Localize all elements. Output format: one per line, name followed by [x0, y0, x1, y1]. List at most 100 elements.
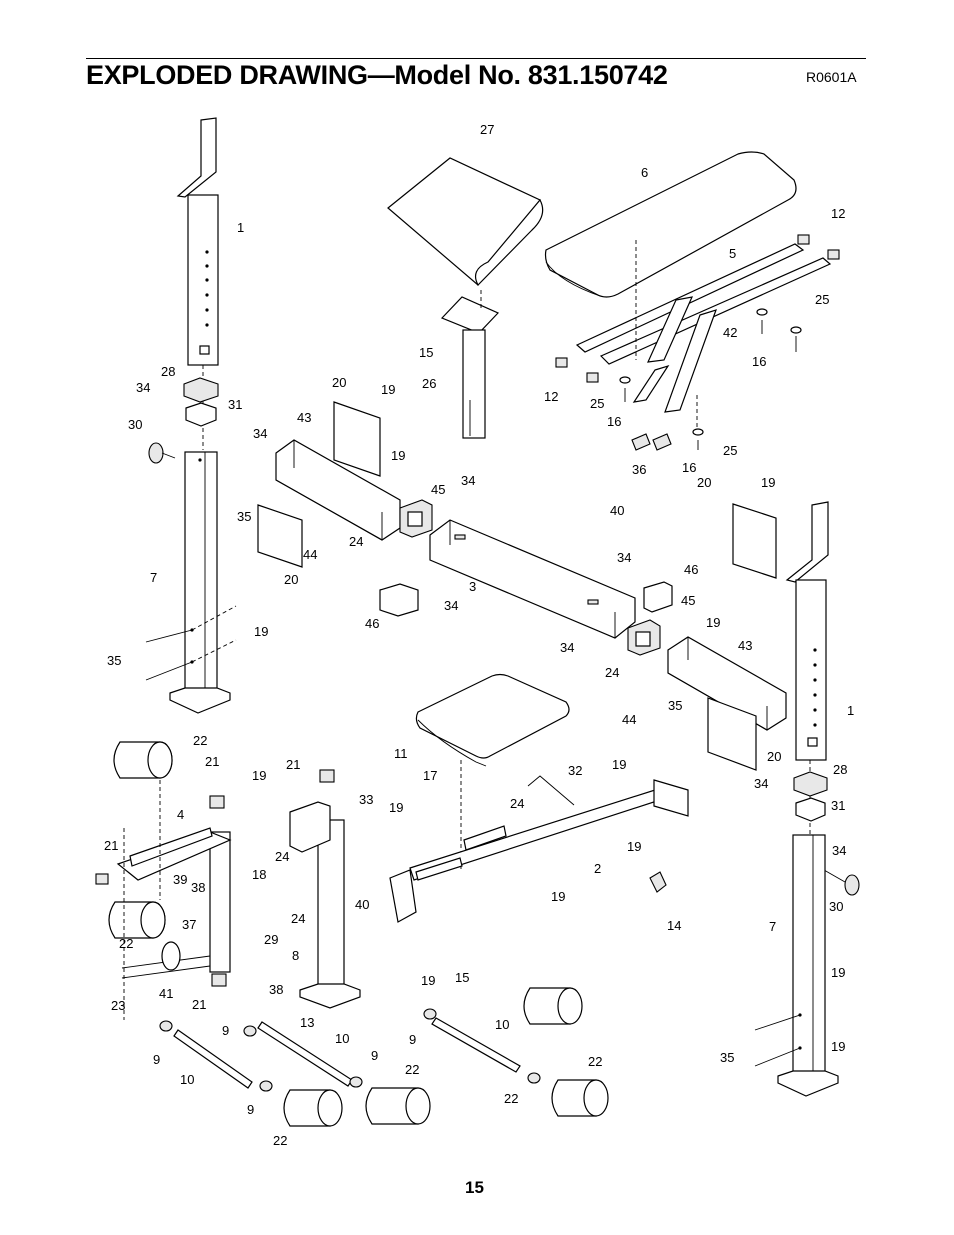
- callout-label: 25: [590, 396, 604, 411]
- knob-30-right: [823, 869, 860, 896]
- bracket-plates-20-left: [257, 401, 381, 568]
- callout-label: 16: [752, 354, 766, 369]
- spacers-9: [159, 1008, 541, 1092]
- callout-label: 29: [264, 932, 278, 947]
- callout-label: 1: [237, 220, 244, 235]
- callout-label: 11: [394, 746, 408, 761]
- callout-label: 24: [291, 911, 305, 926]
- callout-label: 31: [831, 798, 845, 813]
- callout-label: 16: [607, 414, 621, 429]
- callout-label: 12: [544, 389, 558, 404]
- roller-pads-22-upper-left: [108, 741, 173, 939]
- callout-label: 9: [409, 1032, 416, 1047]
- sleeve-parts-28-31-left: [183, 377, 219, 427]
- callout-label: 34: [444, 598, 458, 613]
- callout-label: 19: [391, 448, 405, 463]
- callout-label: 8: [292, 948, 299, 963]
- callout-label: 30: [829, 899, 843, 914]
- callout-label: 21: [205, 754, 219, 769]
- curl-post-26: [440, 290, 500, 439]
- callout-label: 22: [588, 1054, 602, 1069]
- ring-knob-14: [649, 871, 667, 893]
- knob-30-left: [148, 442, 176, 464]
- callout-label: 43: [738, 638, 752, 653]
- callout-label: 28: [833, 762, 847, 777]
- callout-label: 38: [269, 982, 283, 997]
- callout-label: 37: [182, 917, 196, 932]
- callout-label: 19: [381, 382, 395, 397]
- callout-label: 19: [761, 475, 775, 490]
- callout-label: 21: [286, 757, 300, 772]
- callout-label: 20: [332, 375, 346, 390]
- callout-label: 9: [247, 1102, 254, 1117]
- end-caps-21: [209, 795, 227, 987]
- callout-label: 40: [355, 897, 369, 912]
- callout-label: 31: [228, 397, 242, 412]
- callout-label: 19: [254, 624, 268, 639]
- callout-label: 41: [159, 986, 173, 1001]
- callout-label: 20: [697, 475, 711, 490]
- end-caps-12-top: [555, 234, 840, 383]
- leg-frame-2: [389, 775, 689, 923]
- callout-label: 22: [119, 936, 133, 951]
- leg-lever-4: [95, 827, 232, 979]
- callout-label: 21: [192, 997, 206, 1012]
- page-title: EXPLODED DRAWING—Model No. 831.150742: [86, 60, 668, 90]
- callout-label: 36: [632, 462, 646, 477]
- tube-insert-46-right: [643, 581, 673, 613]
- tube-insert-45-right: [627, 619, 661, 656]
- callout-label: 19: [421, 973, 435, 988]
- callout-label: 14: [667, 918, 681, 933]
- callout-label: 19: [612, 757, 626, 772]
- callout-label: 34: [461, 473, 475, 488]
- callout-label: 35: [668, 698, 682, 713]
- callout-label: 46: [365, 616, 379, 631]
- callout-label: 39: [173, 872, 187, 887]
- callout-label: 22: [193, 733, 207, 748]
- callout-label: 30: [128, 417, 142, 432]
- callout-label: 9: [153, 1052, 160, 1067]
- bracket-plates-20-right: [707, 503, 777, 771]
- callout-label: 26: [422, 376, 436, 391]
- callout-label: 19: [389, 800, 403, 815]
- callout-label: 35: [237, 509, 251, 524]
- callout-label: 10: [495, 1017, 509, 1032]
- callout-label: 9: [222, 1023, 229, 1038]
- callout-label: 15: [419, 345, 433, 360]
- callout-label: 2: [594, 861, 601, 876]
- callout-label: 43: [297, 410, 311, 425]
- callout-label: 19: [831, 1039, 845, 1054]
- seat-frame-5-42: [575, 240, 832, 428]
- callout-label: 24: [349, 534, 363, 549]
- callout-label: 45: [431, 482, 445, 497]
- callout-label: 20: [767, 749, 781, 764]
- page-number: 15: [465, 1178, 484, 1197]
- callout-label: 21: [104, 838, 118, 853]
- callout-label: 24: [275, 849, 289, 864]
- callout-label: 7: [769, 919, 776, 934]
- callout-label: 19: [627, 839, 641, 854]
- callout-label: 19: [551, 889, 565, 904]
- callout-label: 34: [253, 426, 267, 441]
- callout-label: 24: [605, 665, 619, 680]
- crossbar-3: [429, 519, 636, 639]
- callout-label: 5: [729, 246, 736, 261]
- curl-pad-27: [387, 157, 544, 287]
- sleeve-parts-28-31-right: [793, 771, 828, 822]
- post-8: [289, 769, 361, 1009]
- header-rule: [86, 58, 866, 59]
- seat-pad-11: [415, 673, 570, 870]
- callout-label: 34: [617, 550, 631, 565]
- callout-label: 18: [252, 867, 266, 882]
- callout-label: 22: [405, 1062, 419, 1077]
- callout-label: 34: [136, 380, 150, 395]
- upright-post-right: [785, 501, 829, 835]
- rollers-22-lower: [283, 987, 609, 1127]
- callout-label: 19: [706, 615, 720, 630]
- callout-label: 4: [177, 807, 184, 822]
- callout-label: 15: [455, 970, 469, 985]
- callout-label: 34: [560, 640, 574, 655]
- callout-label: 46: [684, 562, 698, 577]
- callout-label: 23: [111, 998, 125, 1013]
- callout-label: 24: [510, 796, 524, 811]
